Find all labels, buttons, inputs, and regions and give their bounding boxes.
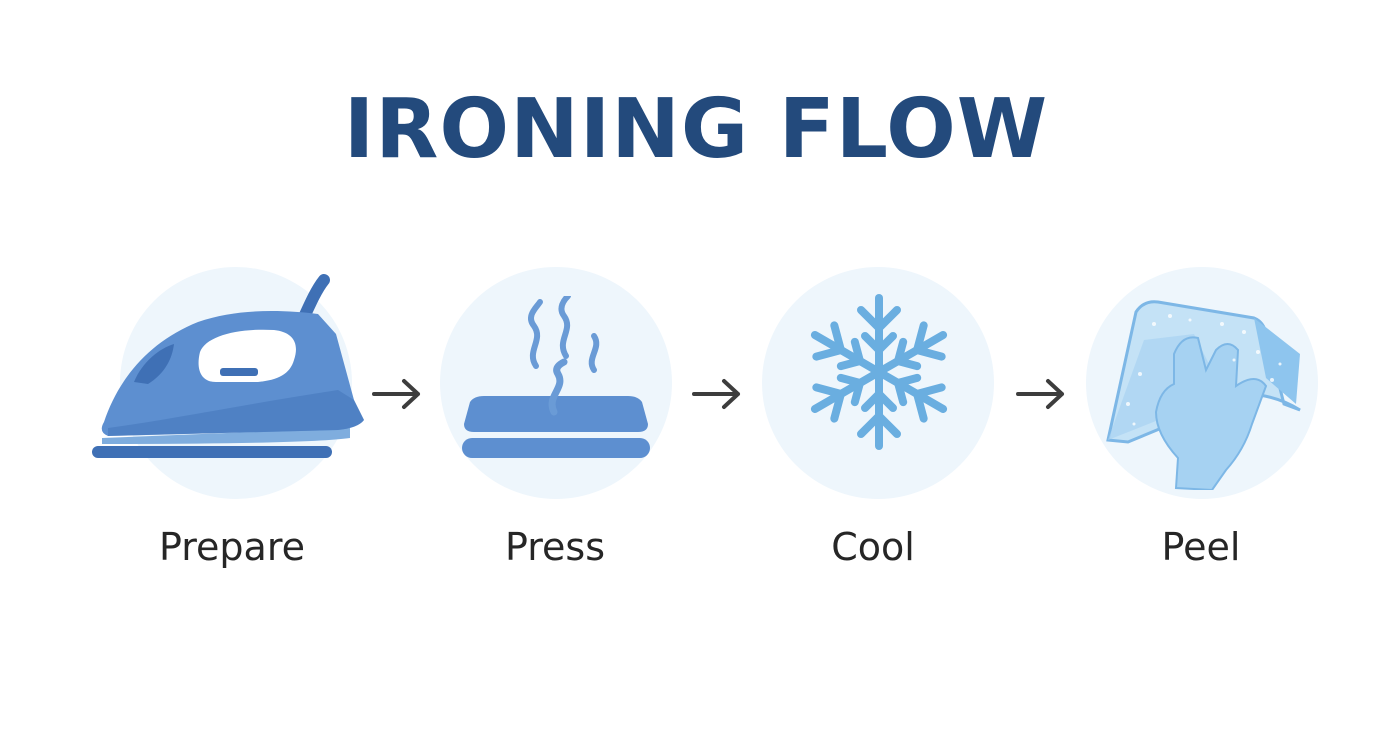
arrow-right-icon xyxy=(1016,379,1064,409)
step-background-circle xyxy=(440,267,672,499)
step-label: Cool xyxy=(831,525,915,569)
diagram-title: IRONING FLOW xyxy=(343,82,1049,177)
arrow-right-icon xyxy=(692,379,740,409)
step-label: Peel xyxy=(1161,525,1241,569)
hand-peel-icon xyxy=(1106,300,1301,490)
arrow-right-icon xyxy=(372,379,420,409)
step-label: Press xyxy=(504,525,605,569)
iron-icon xyxy=(92,274,364,458)
snowflake-icon xyxy=(810,294,948,450)
steaming-pad-icon xyxy=(462,296,650,458)
step-label: Prepare xyxy=(159,525,305,569)
